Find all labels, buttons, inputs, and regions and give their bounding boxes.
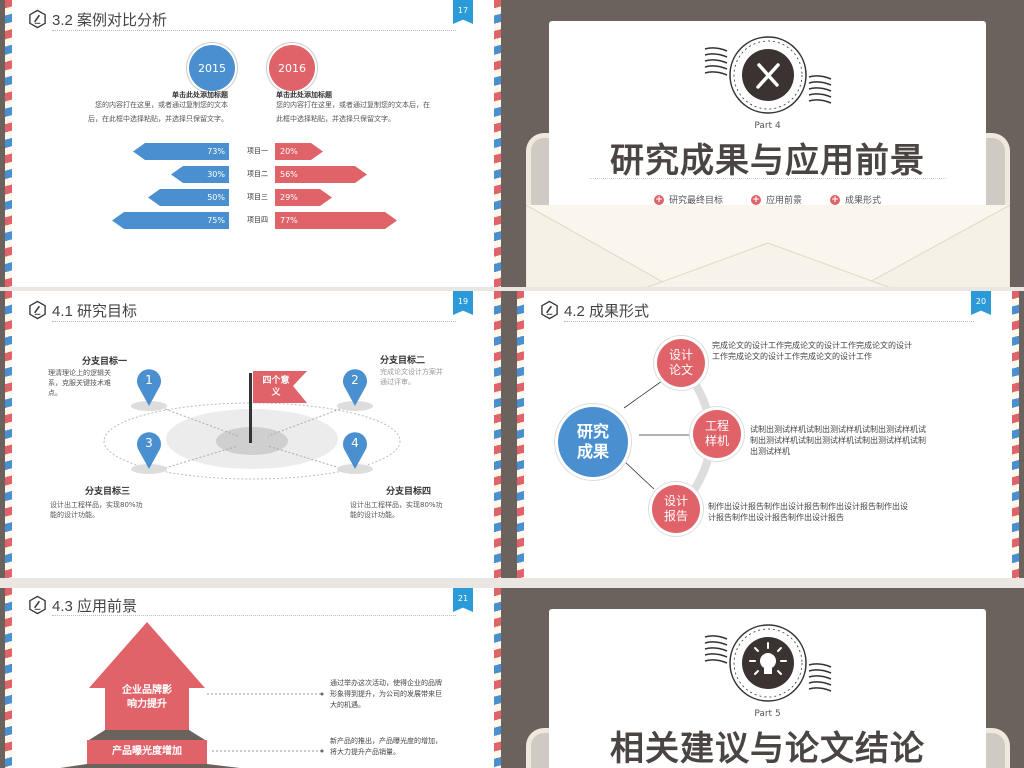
level-exposure: 产品曝光度增加 — [112, 746, 182, 757]
year-2016-circle: 2016 — [269, 45, 315, 91]
slide-title: 4.3 应用前景 — [52, 597, 138, 615]
branch-3-desc: 设计出工程样品，实现80%功 能的设计功能。 — [50, 501, 143, 519]
branch-3-title: 分支目标三 — [85, 487, 131, 497]
branch-1-desc: 理清理论上的逻辑关 系，克服关键技术难 点。 — [48, 369, 111, 397]
node-prototype-desc: 试制出测试样机试制出测试样机试制出测试样机试 制出测试样机试制出测试样机试制出测… — [750, 425, 926, 456]
cover-nav: +研究最终目标 +应用前景 +成果形式 — [549, 193, 986, 206]
year-2015-circle: 2015 — [189, 45, 235, 91]
bar-right-4: 77% — [275, 212, 397, 229]
divider — [0, 287, 1024, 291]
bar-left-2: 30% — [171, 166, 229, 183]
bar-left-3: 50% — [148, 189, 229, 206]
pencil-hex-icon — [29, 595, 46, 615]
node-thesis-desc: 完成论文的设计工作完成论文的设计工作完成论文的设计 工作完成论文的设计工作完成论… — [712, 341, 912, 361]
pin-3: 3 — [145, 436, 153, 450]
pin-2: 2 — [351, 373, 359, 387]
pencil-hex-icon — [541, 300, 558, 320]
envelope-front — [526, 205, 1010, 287]
row-label: 项目三 — [247, 193, 268, 201]
lightbulb-stamp-icon — [704, 624, 831, 702]
target-diagram — [103, 369, 401, 480]
row-label: 项目二 — [247, 170, 268, 178]
node-thesis: 设计论文 — [657, 339, 705, 387]
pencil-hex-icon — [29, 300, 46, 320]
slide-title: 4.2 成果形式 — [564, 302, 650, 320]
branch-2-title: 分支目标二 — [380, 356, 426, 366]
plus-icon: + — [653, 194, 664, 205]
plus-icon: + — [830, 194, 840, 205]
branch-4-title: 分支目标四 — [386, 487, 432, 497]
branch-1-title: 分支目标一 — [82, 357, 128, 367]
bar-right-3: 29% — [275, 189, 332, 206]
part-label: Part 4 — [754, 121, 781, 131]
cover-title: 相关建议与论文结论 — [610, 729, 925, 768]
slide-part5-cover[interactable]: Part 5 相关建议与论文结论 — [512, 588, 1024, 768]
level-brand: 企业品牌影 响力提升 — [122, 685, 172, 710]
cover-item-form[interactable]: +成果形式 — [830, 194, 882, 206]
slide-19[interactable]: 4.1 研究目标 19 四个意义 1 2 3 4 分支目标一 — [0, 291, 506, 578]
page-number: 20 — [971, 291, 991, 315]
bar-left-4: 75% — [112, 212, 229, 229]
pin-1: 1 — [145, 373, 153, 387]
bar-left-1: 73% — [133, 143, 229, 160]
right-heading: 单击此处添加标题 — [276, 91, 332, 99]
branch-4-desc: 设计出工程样品，实现80%功 能的设计功能。 — [350, 501, 443, 519]
node-report: 设计报告 — [652, 485, 700, 533]
result-center-node: 研究成果 — [558, 407, 628, 477]
slide-20[interactable]: 4.2 成果形式 20 研究成果 设计论文 工程样机 设计报告 完成论文的设计工… — [512, 291, 1024, 578]
growth-arrow-diagram — [60, 622, 324, 768]
slide-21[interactable]: 4.3 应用前景 21 企业品牌影 响力提升 产品曝光度增加 通过举办这次活动，… — [0, 588, 506, 768]
page-number: 17 — [453, 0, 473, 24]
pencil-hex-icon — [29, 9, 46, 29]
cover-item-goal[interactable]: +研究最终目标 — [653, 194, 723, 206]
slide-title: 3.2 案例对比分析 — [52, 11, 168, 29]
level-brand-desc: 通过举办这次活动，使得企业的品牌 形象得到提升，为公司的发展带来巨 大的机遇。 — [330, 679, 442, 709]
plus-icon: + — [750, 194, 761, 205]
slide-17[interactable]: 3.2 案例对比分析 17 2015 2016 单击此处添加标题 您的内容打在这… — [0, 0, 506, 287]
slide-title: 4.1 研究目标 — [52, 302, 138, 320]
node-report-desc: 制作出设计报告制作出设计报告制作出设计报告制作出设 计报告制作出设计报告制作出设… — [708, 502, 908, 522]
bar-right-1: 20% — [275, 143, 323, 160]
part-label: Part 5 — [754, 709, 781, 719]
cover-item-prospect[interactable]: +应用前景 — [750, 194, 802, 206]
divider — [0, 578, 1024, 588]
branch-2-desc: 完成论文设计方案并 通过评审。 — [380, 368, 443, 386]
divider — [506, 0, 512, 768]
page-number: 19 — [453, 291, 473, 315]
slide-part4-cover[interactable]: Part 4 研究成果与应用前景 +研究最终目标 +应用前景 +成果形式 — [512, 0, 1024, 287]
page-number: 21 — [453, 588, 473, 612]
level-exposure-desc: 新产品的推出，产品曝光度的增加， 将大力提升产品销量。 — [330, 737, 442, 756]
right-desc: 您的内容打在这里，或者通过复制您的文本后，在 此框中选择粘贴，并选择只保留文字。 — [276, 101, 430, 123]
node-prototype: 工程样机 — [693, 410, 741, 458]
tools-stamp-icon — [704, 36, 831, 114]
row-label: 项目一 — [247, 147, 268, 155]
bar-right-2: 56% — [275, 166, 367, 183]
left-heading: 单击此处添加标题 — [172, 91, 228, 99]
row-label: 项目四 — [247, 216, 268, 224]
left-desc: 您的内容打在这里，或者通过复制您的文本 后，在此框中选择粘贴，并选择只保留文字。 — [88, 101, 228, 123]
cover-title: 研究成果与应用前景 — [610, 141, 925, 181]
flag-label: 四个意义 — [262, 376, 290, 398]
pin-4: 4 — [351, 436, 359, 450]
